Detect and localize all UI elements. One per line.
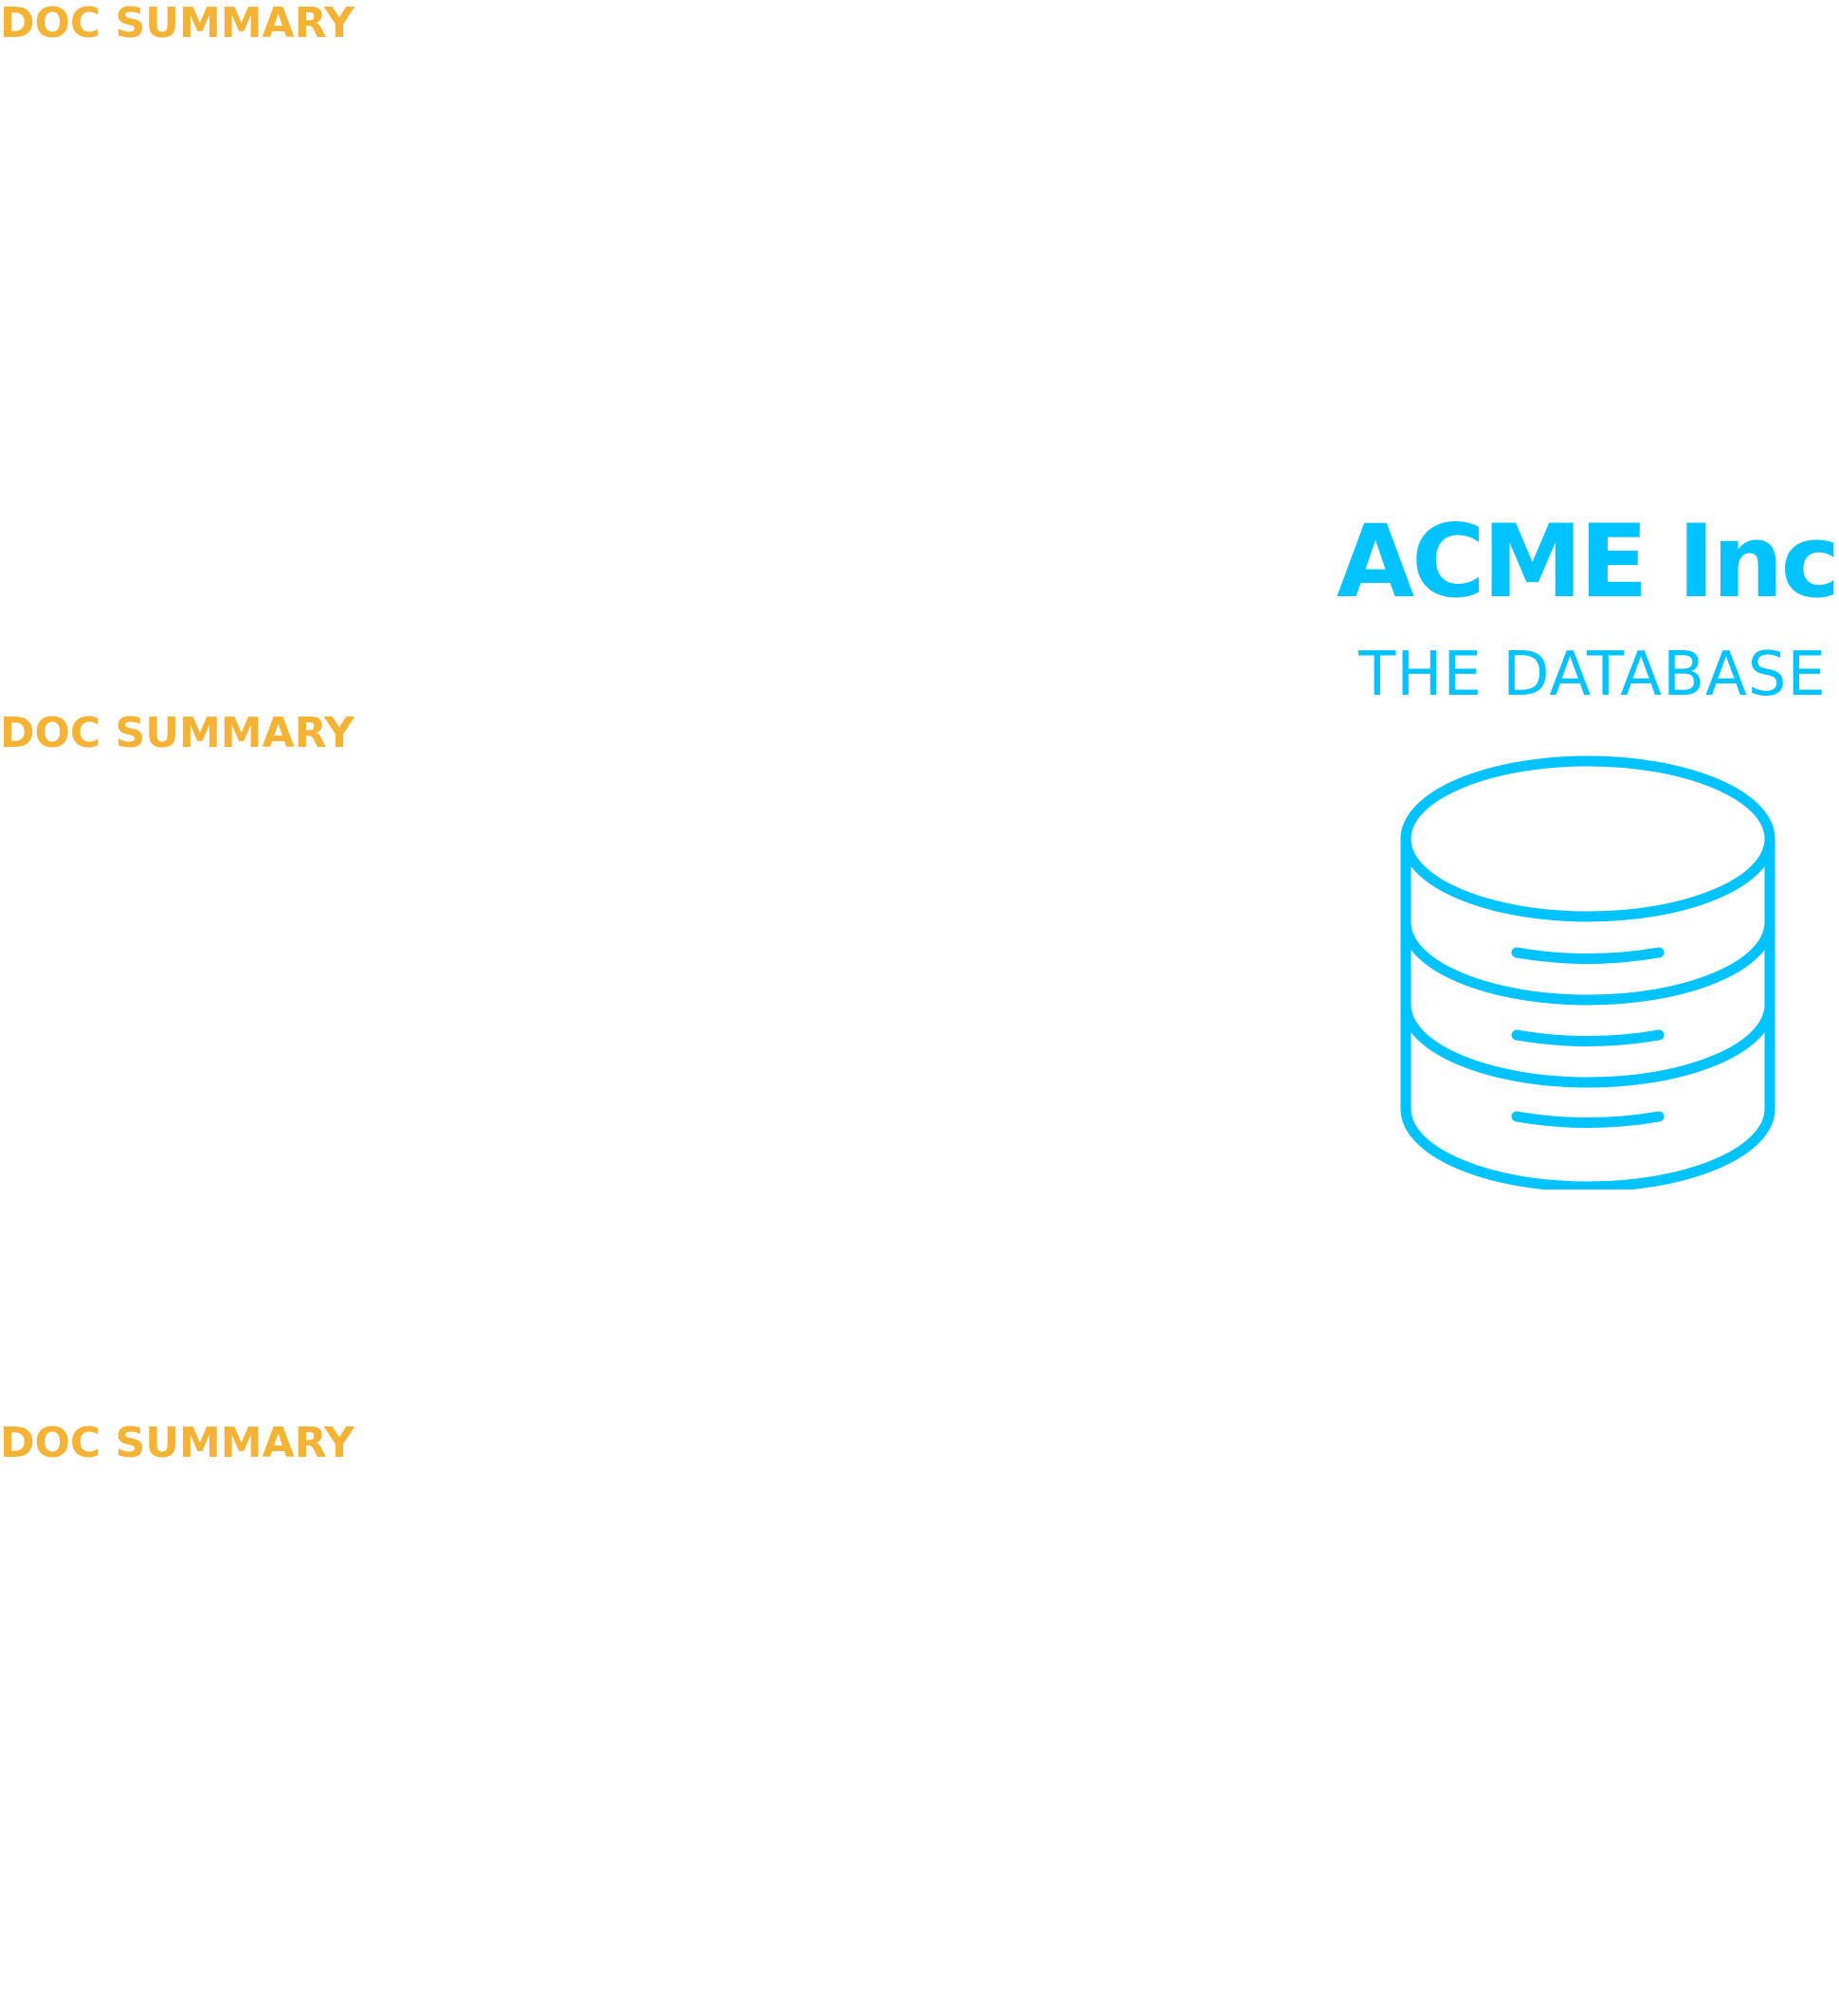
brand-subtitle: THE DATABASE (1358, 640, 1827, 710)
doc-summary-heading-3: DOC SUMMARY (0, 1419, 355, 1467)
doc-summary-heading-2: DOC SUMMARY (0, 709, 355, 757)
database-icon (1400, 755, 1775, 1190)
brand-title: ACME Inc. (1337, 503, 1839, 620)
doc-summary-heading-1: DOC SUMMARY (0, 0, 355, 47)
